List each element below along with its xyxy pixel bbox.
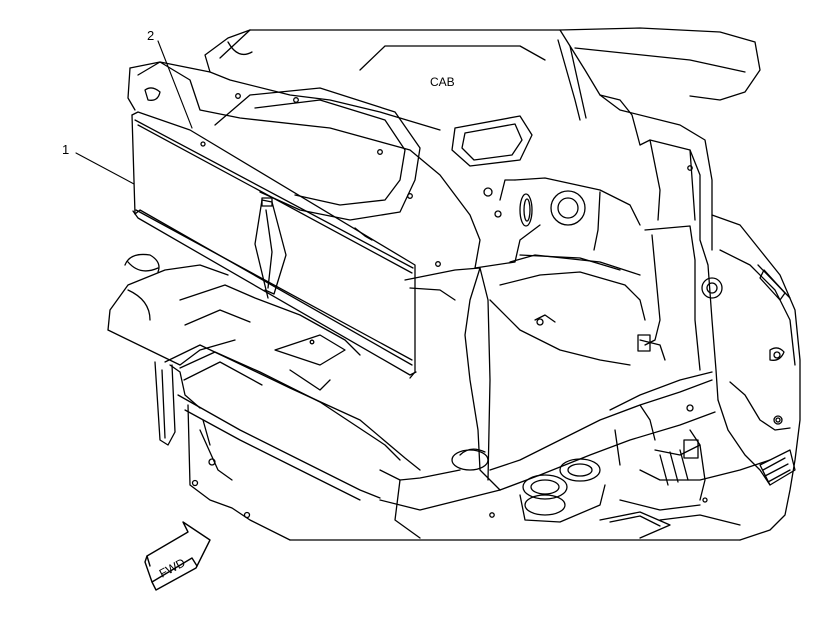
rear-panel	[127, 61, 481, 269]
part-1-guard-panel	[131, 111, 417, 379]
fwd-label: FWD	[157, 555, 188, 580]
cab-label: CAB	[430, 75, 455, 89]
leader-line-2	[157, 40, 193, 129]
callout-leaders	[75, 40, 193, 185]
callout-1: 1	[62, 142, 70, 157]
central-column	[404, 177, 646, 491]
cab-structure	[129, 27, 761, 251]
lower-left-deck	[107, 253, 421, 541]
lower-floor	[289, 371, 771, 541]
leader-line-1	[75, 152, 135, 185]
fwd-arrow-icon: FWD	[144, 521, 211, 591]
callout-2: 2	[147, 28, 155, 43]
right-side-structure	[637, 139, 801, 541]
